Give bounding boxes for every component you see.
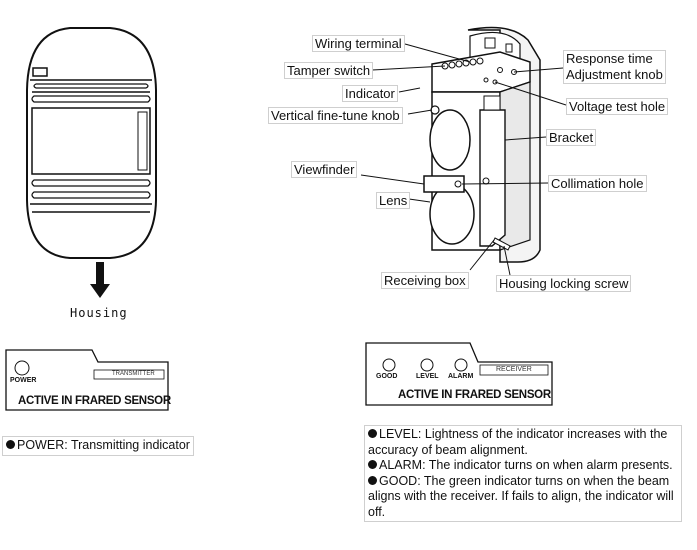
transmitter-tag: TRANSMITTER: [112, 371, 155, 377]
note-level: LEVEL: Lightness of the indicator increa…: [368, 427, 678, 458]
receiver-panel-outline: [365, 342, 553, 406]
callout-bracket: Bracket: [546, 129, 597, 146]
note-good: GOOD: The green indicator turns on when …: [368, 474, 678, 521]
callout-wiring-terminal: Wiring terminal: [312, 35, 405, 52]
callout-vertical-knob: Vertical fine-tune knob: [268, 107, 403, 124]
housing-label: Housing: [70, 306, 128, 320]
callout-adjustment-knob: Adjustment knob: [566, 67, 663, 82]
receiver-alarm-label: ALARM: [448, 373, 474, 380]
callout-voltage-test-hole: Voltage test hole: [566, 98, 669, 115]
note-alarm-text: ALARM: The indicator turns on when alarm…: [379, 458, 673, 472]
callout-viewfinder: Viewfinder: [291, 161, 358, 178]
callout-receiving-box: Receiving box: [381, 272, 469, 289]
good-led: [382, 358, 396, 372]
note-power: POWER: Transmitting indicator: [2, 436, 194, 456]
housing-window: [31, 107, 151, 175]
receiver-good-label: GOOD: [376, 373, 398, 380]
bullet-icon: [368, 429, 377, 438]
power-led: [14, 360, 30, 376]
receiver-title: ACTIVE IN FRARED SENSOR: [398, 389, 551, 401]
callout-indicator: Indicator: [342, 85, 398, 102]
bullet-icon: [6, 440, 15, 449]
level-led: [420, 358, 434, 372]
note-level-text: LEVEL: Lightness of the indicator increa…: [368, 427, 668, 457]
notes-receiver: LEVEL: Lightness of the indicator increa…: [364, 425, 682, 522]
callout-housing-locking-screw: Housing locking screw: [496, 275, 632, 292]
callout-response-time: Response time: [566, 51, 653, 66]
callout-collimation-hole: Collimation hole: [548, 175, 647, 192]
note-power-text: POWER: Transmitting indicator: [17, 438, 190, 452]
housing-band-top: [30, 79, 152, 93]
transmitter-power-label: POWER: [10, 377, 37, 384]
housing-tab: [32, 67, 48, 77]
bullet-icon: [368, 460, 377, 469]
transmitter-panel-outline: [5, 349, 169, 411]
callout-response-adjustment: Response time Adjustment knob: [563, 50, 666, 84]
transmitter-title: ACTIVE IN FRARED SENSOR: [18, 395, 171, 407]
receiver-level-label: LEVEL: [416, 373, 439, 380]
housing-arrow: [90, 262, 110, 298]
callout-lens: Lens: [376, 192, 411, 209]
note-good-text: GOOD: The green indicator turns on when …: [368, 473, 674, 519]
device-drawing: [423, 26, 541, 263]
bullet-icon: [368, 475, 377, 485]
note-alarm: ALARM: The indicator turns on when alarm…: [368, 458, 678, 474]
alarm-led: [454, 358, 468, 372]
receiver-tag: RECEIVER: [496, 366, 532, 373]
callout-tamper-switch: Tamper switch: [284, 62, 374, 79]
